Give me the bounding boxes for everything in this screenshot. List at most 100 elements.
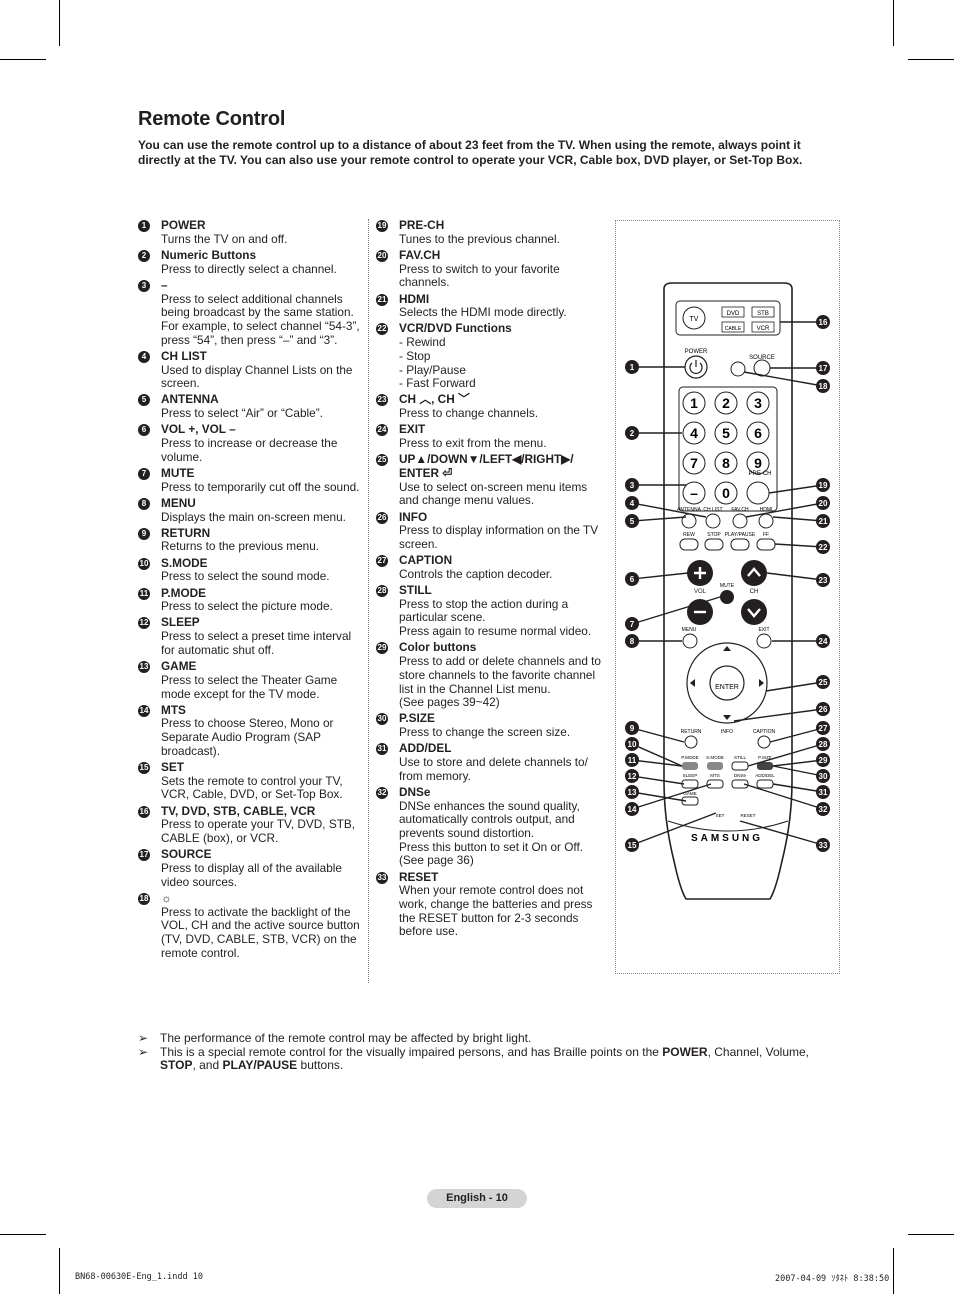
item-description: Tunes to the previous channel.	[399, 231, 560, 246]
callout-number: 22	[819, 543, 828, 552]
item-title: DNSe	[399, 784, 431, 799]
item-title: EXIT	[399, 422, 426, 437]
item-description: Returns to the previous menu.	[161, 539, 320, 554]
callout-line	[631, 783, 712, 810]
svg-text:CH: CH	[750, 589, 759, 595]
callout-line	[631, 759, 683, 767]
callout-badge	[625, 478, 639, 492]
note-text: The performance of the remote control ma…	[160, 1031, 532, 1045]
callout-badge	[816, 785, 830, 799]
digit-label: 9	[754, 455, 762, 471]
item-title: CH LIST	[161, 348, 207, 363]
item-number-badge: 12	[138, 617, 150, 630]
arrow-icon: ➢	[138, 1031, 149, 1045]
svg-text:SLEEP: SLEEP	[683, 773, 698, 778]
item-title: UP▲/DOWN▼/LEFT◀/RIGHT▶/ ENTER ⏎	[399, 452, 574, 480]
svg-text:RETURN: RETURN	[681, 729, 702, 735]
callout-line	[733, 708, 824, 722]
callout-badge	[625, 753, 639, 767]
svg-text:PRE-CH: PRE-CH	[748, 471, 771, 477]
crop-mark	[908, 59, 954, 60]
item-title: TV, DVD, STB, CABLE, VCR	[161, 803, 316, 818]
item-title: GAME	[161, 659, 197, 674]
callout-number: 19	[819, 481, 828, 490]
item-description: Press to select the sound mode.	[161, 569, 330, 584]
svg-text:HDMI: HDMI	[760, 507, 773, 513]
crop-mark	[0, 59, 46, 60]
item-description: Press to display information on the TV s…	[399, 523, 599, 551]
item-title: MENU	[161, 495, 196, 510]
callout-line	[631, 572, 689, 580]
item-description: Press to temporarily cut off the sound.	[161, 479, 360, 494]
crop-mark	[893, 0, 894, 46]
note-text: PLAY/PAUSE	[222, 1058, 298, 1073]
footer-file-info: BN68-00630E-Eng_1.indd 10	[75, 1272, 203, 1282]
item-number-badge: 2	[138, 249, 150, 262]
svg-text:STB: STB	[757, 311, 769, 317]
item-number-badge: 30	[376, 713, 388, 726]
item-number-badge: 21	[376, 293, 388, 306]
crop-mark	[0, 1234, 46, 1235]
item-description: Press to switch to your favorite channel…	[399, 261, 560, 290]
callout-line	[774, 543, 824, 548]
callout-badge	[625, 737, 639, 751]
callout-line	[772, 759, 824, 767]
item-title: P.SIZE	[399, 711, 435, 726]
callout-badge	[816, 802, 830, 816]
item-number-badge: 9	[138, 527, 150, 540]
callout-badge	[816, 675, 830, 689]
item-title: Color buttons	[399, 640, 477, 655]
item-number-badge: 8	[138, 497, 150, 510]
callout-number: 20	[819, 499, 828, 508]
callout-number: 16	[819, 318, 828, 327]
callout-badge	[816, 496, 830, 510]
callout-badge	[625, 617, 639, 631]
digit-button	[682, 481, 706, 505]
svg-text:FF: FF	[763, 532, 769, 538]
item-number-badge: 22	[376, 323, 388, 336]
svg-text:POWER: POWER	[685, 349, 708, 355]
item-title: ADD/DEL	[399, 741, 452, 756]
item-title: SLEEP	[161, 615, 200, 630]
pre-ch-button	[746, 481, 770, 505]
digit-button	[746, 451, 770, 475]
item-description: Used to display Channel Lists on the scr…	[161, 362, 353, 391]
item-number-badge: 1	[138, 220, 150, 232]
item-number-badge: 16	[138, 805, 150, 818]
item-title: POWER	[161, 218, 206, 232]
callout-badge	[816, 361, 830, 375]
svg-text:ENTER: ENTER	[715, 684, 739, 691]
callout-badge	[625, 802, 639, 816]
item-description: Press to activate the backlight of the V…	[161, 904, 360, 960]
callout-line	[766, 572, 824, 581]
callout-line	[631, 775, 685, 785]
item-description: Press to change channels.	[399, 406, 539, 421]
item-number-badge: 14	[138, 704, 150, 717]
digit-label: 8	[722, 455, 730, 471]
digit-label: 6	[754, 425, 762, 441]
page-title: Remote Control	[138, 108, 286, 130]
callout-number: 6	[630, 575, 635, 584]
callout-badge	[816, 702, 830, 716]
item-title: SOURCE	[161, 847, 212, 862]
item-number-badge: 32	[376, 786, 388, 799]
callout-line	[631, 502, 707, 518]
